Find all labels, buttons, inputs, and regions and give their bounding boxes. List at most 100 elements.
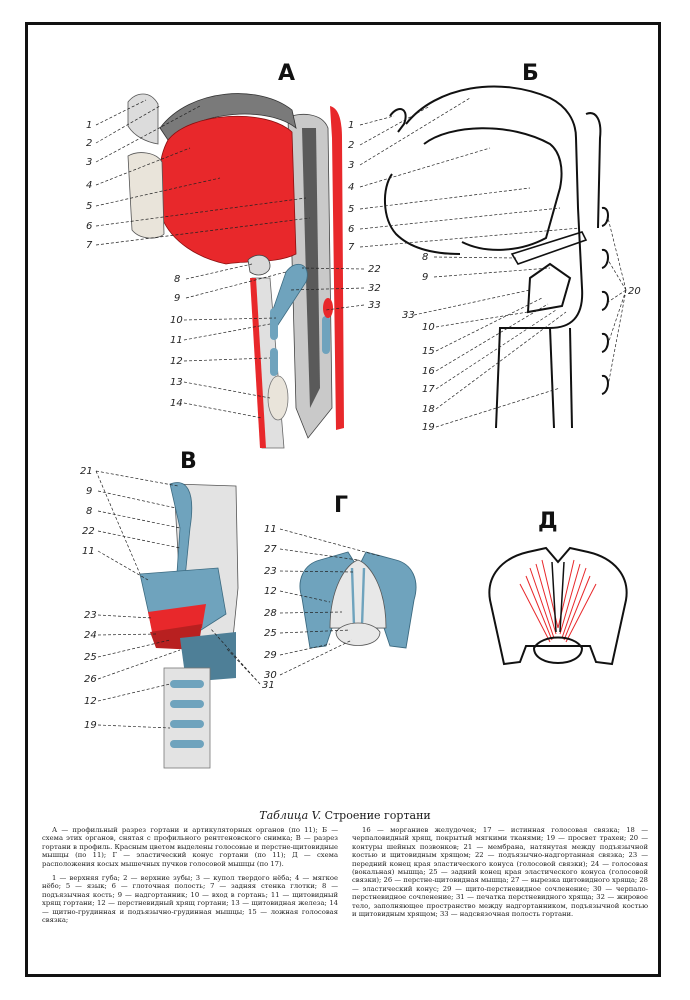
d-vocal-folds <box>551 561 565 633</box>
label-v-19: 19 <box>84 720 97 731</box>
panel-a-labels: 1 2 3 4 5 6 7 8 9 10 11 12 13 14 22 32 3… <box>86 99 381 419</box>
label-v-21: 21 <box>80 466 93 477</box>
tongue <box>158 115 297 265</box>
b-tongue-outline <box>423 127 563 251</box>
label-b-8: 8 <box>422 252 428 263</box>
panel-letter-v: В <box>180 449 197 474</box>
legend-panel-descriptions: А — профильный разрез гортани и артикуля… <box>42 826 338 868</box>
label-g-25: 25 <box>264 628 277 639</box>
d-oblique-muscle-bundles <box>519 559 597 643</box>
panel-b-leader-lines <box>359 97 627 428</box>
label-a-14: 14 <box>170 398 183 409</box>
panel-g-labels: 11 27 23 12 28 25 29 30 <box>264 524 381 681</box>
panel-a-figure <box>127 93 344 449</box>
b-palate-outline <box>405 85 579 209</box>
panel-v-figure <box>139 482 239 769</box>
label-a-13: 13 <box>170 377 183 388</box>
label-v-22: 22 <box>82 526 95 537</box>
label-g-12: 12 <box>264 586 277 597</box>
label-a-8: 8 <box>174 274 180 285</box>
legend-column-1: А — профильный разрез гортани и артикуля… <box>42 826 338 966</box>
d-thyroid-outline <box>488 546 628 666</box>
label-a-5: 5 <box>86 201 92 212</box>
panel-b-figure <box>383 85 609 429</box>
thyroid-cartilage-a <box>270 308 278 340</box>
plate-frame <box>25 22 661 977</box>
d-cricoid-outline <box>532 636 584 664</box>
label-v-31: 31 <box>262 680 275 691</box>
plate-caption-title: Таблица V. Строение гортани <box>30 809 660 822</box>
caption-title-italic: Таблица V. <box>259 809 322 822</box>
label-v-8: 8 <box>86 506 92 517</box>
v-tracheal-ring-3 <box>170 720 204 728</box>
label-b-16: 16 <box>422 366 435 377</box>
panel-letter-a: А <box>278 61 295 86</box>
label-a-22: 22 <box>368 264 381 275</box>
b-vertebrae-contours <box>601 206 609 395</box>
label-a-1: 1 <box>86 120 92 131</box>
label-b-15: 15 <box>422 346 435 357</box>
panel-v-labels: 21 9 8 22 11 23 24 25 26 12 19 31 <box>80 466 275 731</box>
b-upper-lip-outline <box>389 108 407 133</box>
label-v-9: 9 <box>86 486 92 497</box>
label-a-11: 11 <box>170 335 183 346</box>
label-v-26: 26 <box>84 674 97 685</box>
label-g-27: 27 <box>264 544 277 555</box>
label-b-17: 17 <box>422 384 435 395</box>
panel-a-leader-lines <box>95 99 365 419</box>
pharynx-dark-tissue <box>302 128 320 408</box>
vocal-muscle-a <box>323 298 333 318</box>
label-b-20: 20 <box>628 286 641 297</box>
b-hyoid-outline <box>510 231 588 265</box>
label-b-18: 18 <box>422 404 435 415</box>
label-a-33: 33 <box>368 300 381 311</box>
label-b-6: 6 <box>348 224 354 235</box>
legend-numbered-items-2: 16 — морганиев желудочек; 17 — истинная … <box>352 826 648 919</box>
label-b-7: 7 <box>348 242 355 253</box>
upper-lip <box>127 93 159 145</box>
label-g-23: 23 <box>264 566 277 577</box>
legend-column-2: 16 — морганиев желудочек; 17 — истинная … <box>352 826 648 966</box>
label-b-19: 19 <box>422 422 435 433</box>
label-b-4: 4 <box>348 182 354 193</box>
panel-letter-b: Б <box>522 61 539 86</box>
label-a-12: 12 <box>170 356 183 367</box>
panel-letter-g: Г <box>334 493 348 518</box>
label-g-11: 11 <box>264 524 277 535</box>
label-a-10: 10 <box>170 315 183 326</box>
hyoid-bone <box>247 254 271 276</box>
lower-jaw <box>127 152 165 239</box>
panel-g-leader-lines <box>279 528 381 676</box>
plate-legend: А — профильный разрез гортани и артикуля… <box>42 826 648 966</box>
v-vocal-muscle <box>148 604 206 632</box>
b-posterior-wall <box>585 112 602 229</box>
label-b-33: 33 <box>402 310 415 321</box>
label-a-7: 7 <box>86 240 93 251</box>
panel-b-labels: 1 2 3 4 5 6 7 8 9 33 10 15 16 17 18 19 2… <box>348 97 641 433</box>
label-v-25: 25 <box>84 652 97 663</box>
label-v-12: 12 <box>84 696 97 707</box>
thyroid-gland <box>267 375 289 421</box>
sternothyroid-muscle <box>250 278 266 448</box>
v-tracheal-ring-4 <box>170 740 204 748</box>
v-tracheal-ring-2 <box>170 700 204 708</box>
label-b-1: 1 <box>348 120 354 131</box>
g-elastic-cone <box>329 559 387 629</box>
b-jaw-outline <box>383 173 461 255</box>
label-a-4: 4 <box>86 180 92 191</box>
label-a-2: 2 <box>86 138 92 149</box>
panel-g-figure <box>299 551 417 649</box>
arytenoid-a <box>322 316 330 354</box>
label-v-24: 24 <box>84 630 97 641</box>
cricoid-cartilage-a <box>270 348 278 376</box>
label-b-9: 9 <box>422 272 428 283</box>
anatomy-plate: А 1 2 3 4 5 6 7 8 9 10 11 <box>30 28 656 808</box>
label-a-3: 3 <box>86 157 92 168</box>
v-tracheal-ring-1 <box>170 680 204 688</box>
b-larynx-outline <box>526 262 572 314</box>
b-trachea-back <box>569 327 573 429</box>
label-b-10: 10 <box>422 322 435 333</box>
label-b-2: 2 <box>348 140 354 151</box>
caption-title-rest: Строение гортани <box>321 809 431 822</box>
label-v-23: 23 <box>84 610 97 621</box>
